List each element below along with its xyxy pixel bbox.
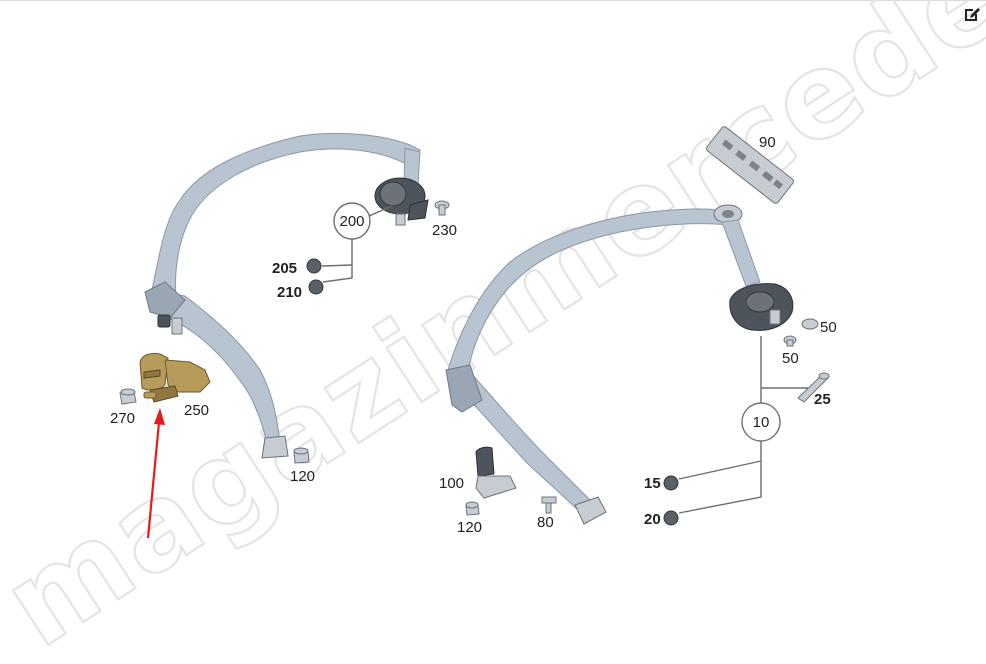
- left-belt-guide: [157, 314, 171, 328]
- right-belt-fold: [445, 364, 483, 413]
- callout-80: 80: [537, 514, 554, 531]
- callout-100: 100: [439, 475, 464, 492]
- callout-205: 205: [272, 260, 297, 277]
- nut-270[interactable]: [119, 388, 137, 405]
- buckle-100[interactable]: [475, 446, 517, 499]
- callout-25: 25: [814, 391, 831, 408]
- right-belt-vertical[interactable]: [721, 219, 761, 287]
- callout-labels: 200 230 205 210 270 250 120 90 50 50 25 …: [110, 134, 837, 536]
- leader-200: [322, 238, 353, 283]
- shoulder-guide[interactable]: [713, 204, 743, 224]
- callout-circle-10[interactable]: [741, 402, 781, 442]
- callout-50-a: 50: [820, 319, 837, 336]
- callout-20: 20: [644, 511, 661, 528]
- leader-205: [321, 264, 353, 267]
- nut-210[interactable]: [308, 279, 324, 295]
- leader-10-down: [678, 440, 762, 514]
- nut-20[interactable]: [663, 510, 679, 526]
- nut-15[interactable]: [663, 475, 679, 491]
- left-belt-fold: [144, 281, 186, 319]
- leader-15: [678, 460, 762, 480]
- callout-210: 210: [277, 284, 302, 301]
- callout-120-right: 120: [457, 519, 482, 536]
- callout-250: 250: [184, 402, 209, 419]
- callout-230: 230: [432, 222, 457, 239]
- pointer-arrow: [146, 408, 165, 539]
- retractor-10[interactable]: [729, 283, 794, 331]
- left-belt-clip: [171, 317, 183, 335]
- bolt-50-a[interactable]: [801, 318, 819, 330]
- anchor-80[interactable]: [541, 496, 607, 525]
- bolt-230[interactable]: [434, 200, 450, 216]
- callout-200: 200: [339, 213, 364, 230]
- callout-50-b: 50: [782, 350, 799, 367]
- edit-icon[interactable]: [962, 4, 984, 24]
- buckle-250[interactable]: [139, 352, 211, 403]
- left-anchor-plate: [261, 435, 289, 459]
- left-belt-webbing[interactable]: [149, 132, 421, 301]
- leader-200-retractor: [368, 205, 393, 217]
- bolt-25[interactable]: [797, 372, 830, 403]
- nut-120-left[interactable]: [293, 447, 310, 464]
- callout-15: 15: [644, 475, 661, 492]
- retractor-200[interactable]: [374, 147, 429, 226]
- callout-90: 90: [759, 134, 776, 151]
- callout-circle-200[interactable]: [333, 202, 371, 240]
- callout-10: 10: [753, 414, 770, 431]
- bolt-50-b[interactable]: [783, 335, 797, 347]
- callout-270: 270: [110, 410, 135, 427]
- nut-120-right[interactable]: [465, 501, 480, 516]
- callout-120-left: 120: [290, 468, 315, 485]
- nut-205[interactable]: [306, 258, 322, 274]
- right-belt-assembly: [445, 125, 830, 526]
- left-belt-assembly: [119, 132, 450, 539]
- height-adjuster-90[interactable]: [705, 125, 794, 204]
